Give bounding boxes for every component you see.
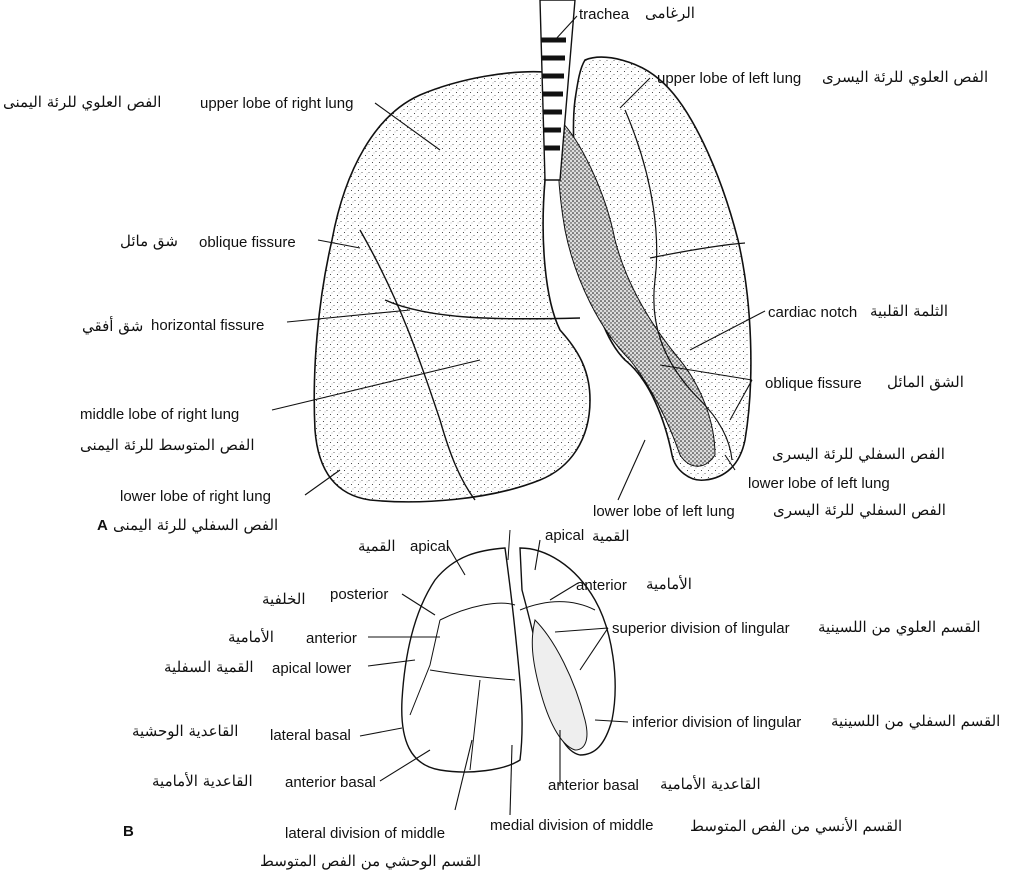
figure-a-letter: A bbox=[97, 517, 108, 535]
lower-left-lobe-side-label-en: lower lobe of left lung bbox=[748, 475, 890, 493]
superior-lingular-label-en: superior division of lingular bbox=[612, 620, 790, 638]
cardiac-notch-label-en: cardiac notch bbox=[768, 304, 857, 322]
medial-middle-label-ar: القسم الأنسي من الفص المتوسط bbox=[690, 817, 902, 835]
anterior-basal-right-label-ar: القاعدية الأمامية bbox=[152, 772, 253, 790]
trachea-label-ar: الرغامى bbox=[645, 4, 695, 22]
apical-right-label-ar: القمية bbox=[358, 537, 396, 555]
oblique-fissure-left-label-en: oblique fissure bbox=[765, 375, 862, 393]
lateral-middle-label-ar: القسم الوحشي من الفص المتوسط bbox=[260, 852, 481, 870]
apical-left-label-ar: القمية bbox=[592, 527, 630, 545]
cardiac-notch-label-ar: الثلمة القلبية bbox=[870, 302, 948, 320]
upper-right-lobe-label-ar: الفص العلوي للرئة اليمنى bbox=[3, 93, 161, 111]
inferior-lingular-label-ar: القسم السفلي من اللسينية bbox=[831, 712, 1000, 730]
lower-left-lobe-bottom-label-en: lower lobe of left lung bbox=[593, 503, 735, 521]
anterior-basal-left-label-en: anterior basal bbox=[548, 777, 639, 795]
anterior-basal-left-label-ar: القاعدية الأمامية bbox=[660, 775, 761, 793]
inferior-lingular-label-en: inferior division of lingular bbox=[632, 714, 801, 732]
posterior-label-en: posterior bbox=[330, 586, 388, 604]
b-right-lung bbox=[402, 548, 522, 772]
anterior-right-label-en: anterior bbox=[306, 630, 357, 648]
figure-b-letter: B bbox=[123, 823, 134, 841]
middle-right-lobe-label-ar: الفص المتوسط للرئة اليمنى bbox=[80, 436, 255, 454]
horizontal-fissure-label-ar: شق أفقي bbox=[82, 317, 143, 335]
oblique-fissure-right-label-ar: شق مائل bbox=[120, 232, 178, 250]
posterior-label-ar: الخلفية bbox=[262, 590, 306, 608]
upper-right-lobe-label-en: upper lobe of right lung bbox=[200, 95, 353, 113]
anterior-basal-right-label-en: anterior basal bbox=[285, 774, 376, 792]
lateral-basal-label-en: lateral basal bbox=[270, 727, 351, 745]
lower-left-lobe-side-label-ar: الفص السفلي للرئة اليسرى bbox=[772, 445, 945, 463]
medial-middle-label-en: medial division of middle bbox=[490, 817, 653, 835]
lower-right-lobe-label-en: lower lobe of right lung bbox=[120, 488, 271, 506]
lateral-basal-label-ar: القاعدية الوحشية bbox=[132, 722, 238, 740]
apical-right-label-en: apical bbox=[410, 538, 449, 556]
anterior-left-label-en: anterior bbox=[576, 577, 627, 595]
anterior-left-label-ar: الأمامية bbox=[646, 575, 692, 593]
apical-lower-label-en: apical lower bbox=[272, 660, 351, 678]
apical-lower-label-ar: القمية السفلية bbox=[164, 658, 254, 676]
upper-left-lobe-label-ar: الفص العلوي للرئة اليسرى bbox=[822, 68, 988, 86]
upper-left-lobe-label-en: upper lobe of left lung bbox=[657, 70, 801, 88]
oblique-fissure-left-label-ar: الشق المائل bbox=[887, 373, 964, 391]
middle-right-lobe-label-en: middle lobe of right lung bbox=[80, 406, 239, 424]
figure-b-lungs bbox=[402, 530, 615, 772]
superior-lingular-label-ar: القسم العلوي من اللسينية bbox=[818, 618, 981, 636]
anterior-right-label-ar: الأمامية bbox=[228, 628, 274, 646]
oblique-fissure-right-label-en: oblique fissure bbox=[199, 234, 296, 252]
lower-right-lobe-label-ar: الفص السفلي للرئة اليمنى bbox=[113, 516, 278, 534]
apical-left-label-en: apical bbox=[545, 527, 584, 545]
horizontal-fissure-label-en: horizontal fissure bbox=[151, 317, 264, 335]
trachea-label-en: trachea bbox=[579, 6, 629, 24]
lateral-middle-label-en: lateral division of middle bbox=[285, 825, 445, 843]
lower-left-lobe-bottom-label-ar: الفص السفلي للرئة اليسرى bbox=[773, 501, 946, 519]
